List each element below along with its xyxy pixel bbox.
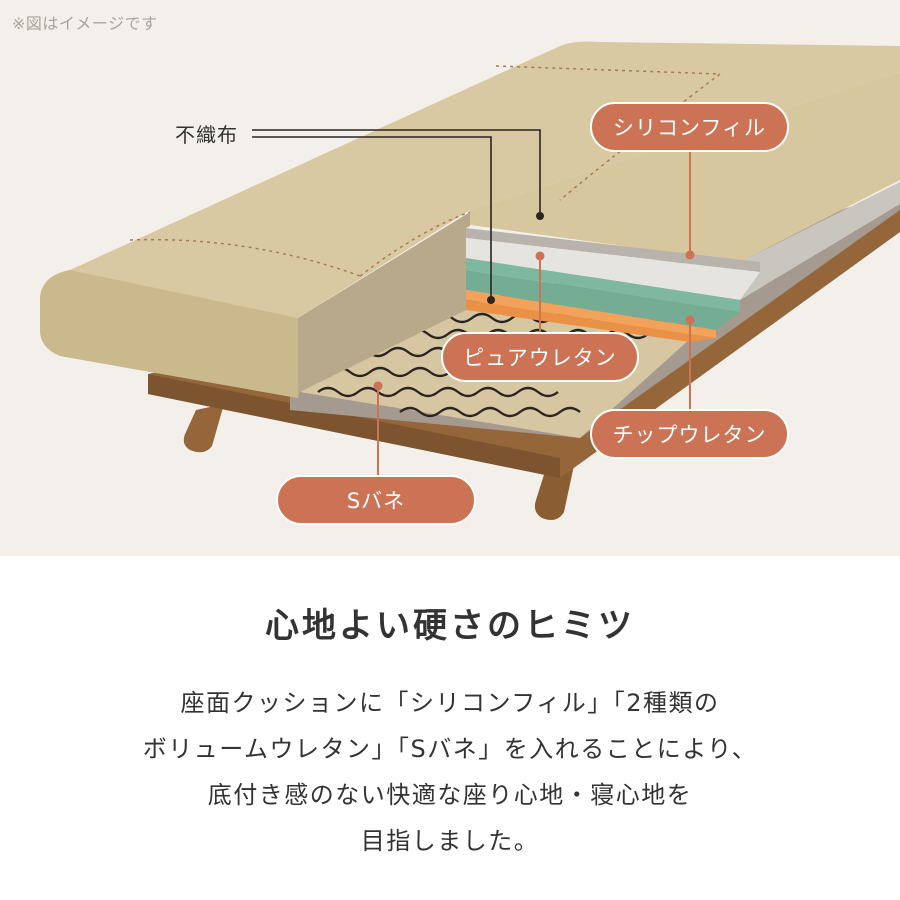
image-note: ※図はイメージです — [12, 14, 158, 33]
label-s-spring: Sバネ — [276, 475, 476, 525]
description: 座面クッションに「シリコンフィル」「2種類の ボリュームウレタン」「Sバネ」を入… — [0, 680, 900, 864]
leader-dots — [373, 212, 695, 391]
label-pure-urethane: ピュアウレタン — [441, 332, 639, 382]
description-line: 目指しました。 — [360, 827, 540, 855]
description-line: ボリュームウレタン」「Sバネ」を入れることにより、 — [142, 735, 758, 763]
description-line: 座面クッションに「シリコンフィル」「2種類の — [180, 689, 720, 717]
headline: 心地よい硬さのヒミツ — [265, 606, 635, 646]
label-silicone-fill: シリコンフィル — [590, 102, 789, 152]
description-line: 底付き感のない快適な座り心地・寝心地を — [207, 781, 693, 809]
front-left-leg — [183, 404, 224, 453]
pure-urethane-layer-top — [466, 258, 740, 312]
leader-lines — [252, 129, 541, 300]
label-nonwoven: 不織布 — [175, 123, 238, 147]
cushion-top-right — [470, 72, 900, 262]
chip-urethane-layer — [466, 290, 716, 338]
sofa-illustration: ※図はイメージです 不織布 シリコンフィル ピュアウレタン チップウレタン Sバ… — [0, 0, 900, 556]
label-chip-urethane: チップウレタン — [590, 409, 789, 459]
sofa-cutaway-drawing — [40, 41, 900, 520]
